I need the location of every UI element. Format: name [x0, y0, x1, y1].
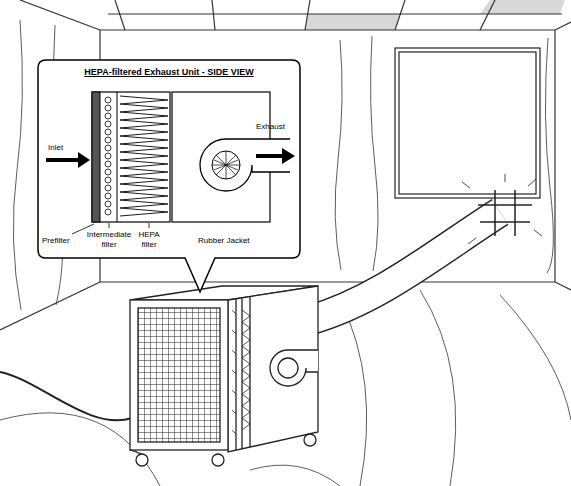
- caster-stem: [130, 450, 142, 454]
- ceiling-grid: [212, 0, 215, 30]
- duct-seal: [462, 174, 542, 244]
- floor-edge: [0, 282, 100, 330]
- wood-grain: [420, 290, 456, 486]
- wall-corner: [554, 30, 555, 282]
- part-label: HEPA filter: [134, 230, 164, 250]
- flex-duct: [310, 212, 500, 320]
- window-frame: [395, 48, 540, 198]
- caster: [212, 454, 224, 466]
- exhaust-arrowhead: [282, 148, 295, 164]
- tape: [494, 190, 496, 236]
- ceiling-edge: [100, 29, 555, 30]
- filter-edge: [241, 298, 242, 449]
- ceiling-tile: [480, 0, 565, 14]
- ceiling-tile: [305, 14, 400, 30]
- window-frame: [399, 52, 536, 194]
- wood-grain: [371, 36, 379, 271]
- inlet-arrowhead: [78, 152, 90, 168]
- media: [105, 105, 111, 111]
- media: [105, 153, 111, 159]
- flex-duct: [310, 212, 500, 320]
- fan-wheel: [212, 151, 240, 179]
- wood-grain: [13, 20, 22, 310]
- media: [105, 177, 111, 183]
- fan-blades: [212, 151, 240, 179]
- unit-side: [228, 286, 318, 452]
- floor-edge: [100, 281, 555, 282]
- side-view: [46, 92, 295, 234]
- exhaust-arrow: [256, 154, 284, 158]
- exhaust-unit: [130, 286, 318, 466]
- leader-line: [149, 223, 150, 228]
- fan-wheel: [278, 358, 298, 378]
- ceiling-grid: [395, 0, 405, 30]
- prefilter-hatch: [232, 310, 236, 434]
- ceiling-grid: [305, 0, 310, 30]
- media: [105, 209, 111, 215]
- wall-edge: [20, 0, 100, 30]
- caster: [304, 434, 316, 446]
- part-label: Prefilter: [42, 236, 70, 246]
- fan-housing: [200, 139, 290, 191]
- leader-line: [109, 223, 110, 228]
- part-label: Inlet: [48, 143, 63, 153]
- caster: [136, 454, 148, 466]
- media: [105, 185, 111, 191]
- wood-grain: [340, 300, 367, 486]
- part-label: Intermediate filter: [84, 230, 134, 250]
- floor-edge: [555, 282, 571, 290]
- fan-housing: [270, 350, 318, 386]
- media: [105, 169, 111, 175]
- intake-grille: [138, 308, 220, 442]
- media: [105, 113, 111, 119]
- media: [105, 161, 111, 167]
- wood-grain: [250, 465, 340, 486]
- media: [105, 129, 111, 135]
- ceiling-grid: [480, 0, 495, 30]
- wood-grain: [500, 295, 571, 420]
- ceiling-grid: [115, 0, 125, 30]
- wood-grain: [335, 40, 342, 270]
- hepa-pleats: [120, 96, 168, 216]
- callout-box: HEPA-filtered Exhaust Unit - SIDE VIEW: [38, 60, 300, 258]
- prefilter: [92, 92, 100, 222]
- tape: [514, 190, 516, 236]
- callout-bubble: [38, 60, 300, 292]
- tape: [478, 204, 532, 206]
- media: [105, 145, 111, 151]
- callout-title: HEPA-filtered Exhaust Unit - SIDE VIEW: [38, 66, 300, 78]
- part-label: Exhaust: [256, 122, 285, 132]
- filter-divider: [117, 92, 118, 222]
- window: [395, 48, 540, 198]
- intermediate-filter: [105, 97, 111, 215]
- media: [105, 121, 111, 127]
- ceiling-grid: [108, 13, 562, 14]
- filter-frame: [92, 92, 170, 222]
- wall-edge: [555, 22, 571, 30]
- pleats: [242, 310, 250, 430]
- tape: [480, 221, 530, 223]
- media: [105, 201, 111, 207]
- media: [105, 97, 111, 103]
- burst-lines: [462, 174, 542, 244]
- part-label: Rubber Jacket: [198, 236, 250, 246]
- wood-grain: [545, 38, 553, 273]
- inlet-arrow: [46, 158, 80, 162]
- media: [105, 137, 111, 143]
- unit-front: [130, 300, 228, 450]
- filter-edge: [235, 299, 236, 450]
- media: [105, 193, 111, 199]
- power-cord: [0, 372, 132, 420]
